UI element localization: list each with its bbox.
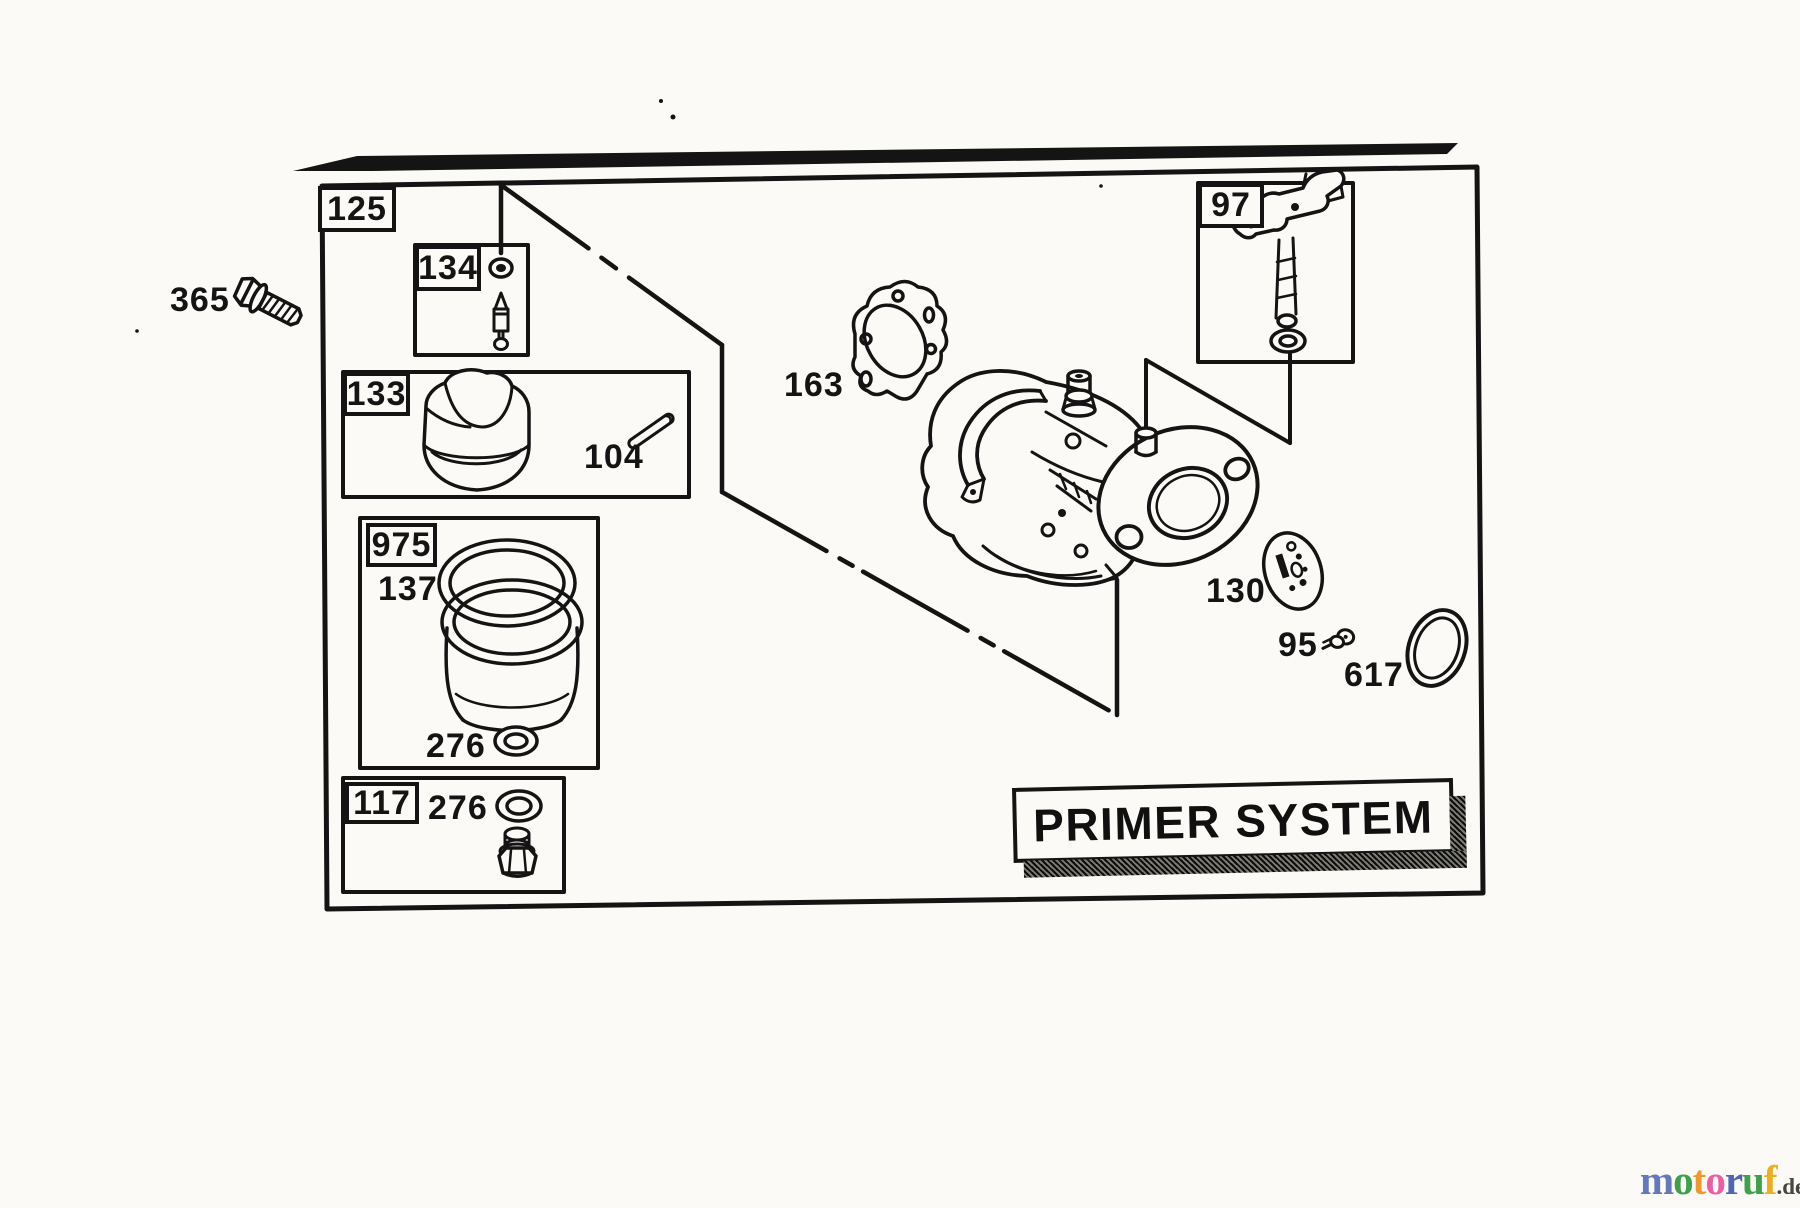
callout-label: 117 xyxy=(353,783,411,822)
logo-letter: u xyxy=(1742,1157,1765,1203)
logo-letter: t xyxy=(1692,1157,1707,1203)
o-ring-617 xyxy=(1405,608,1469,688)
callout-label: 975 xyxy=(371,525,432,564)
callout-box-97: 97 xyxy=(1198,183,1264,228)
flange-bolt-365 xyxy=(232,276,303,327)
logo-letter: o xyxy=(1673,1157,1693,1203)
throttle-slide-133 xyxy=(422,368,531,492)
callout-label: 97 xyxy=(1211,186,1251,224)
callout-label: 125 xyxy=(327,189,387,228)
callout-276-plug: 276 xyxy=(428,789,488,827)
box-975 xyxy=(358,516,600,770)
diagram-title: PRIMER SYSTEM xyxy=(1032,789,1434,852)
box-97 xyxy=(1196,181,1355,364)
bowl-gasket-137 xyxy=(437,538,577,628)
fuel-inlet-fitting xyxy=(1134,426,1158,458)
plug-washer-276 xyxy=(495,789,543,823)
top-rule-bar xyxy=(293,143,1458,171)
needle-seat-134 xyxy=(488,257,514,279)
box-133 xyxy=(341,370,691,499)
callout-label: 134 xyxy=(418,248,478,287)
callout-617: 617 xyxy=(1344,656,1404,694)
callout-104: 104 xyxy=(584,438,644,476)
logo-tld: .de xyxy=(1776,1174,1800,1199)
callout-95: 95 xyxy=(1278,626,1318,664)
logo-letter: f xyxy=(1763,1157,1778,1203)
leader-lines xyxy=(498,182,1120,718)
callout-130: 130 xyxy=(1206,572,1266,610)
float-needle-134 xyxy=(492,291,510,351)
logo-letter: o xyxy=(1705,1157,1725,1203)
callout-box-133: 133 xyxy=(343,372,410,416)
callout-box-117: 117 xyxy=(345,782,419,824)
callout-163: 163 xyxy=(784,366,844,404)
carb-top-posts xyxy=(1061,369,1097,418)
drain-plug-117 xyxy=(497,826,538,878)
callout-365: 365 xyxy=(170,281,230,319)
float-hinge-pin-104 xyxy=(627,412,675,450)
mount-gasket-163 xyxy=(851,279,949,401)
scan-specks xyxy=(135,99,1103,333)
diagram-title-box: PRIMER SYSTEM xyxy=(1012,777,1455,863)
box-117 xyxy=(341,776,566,894)
main-box xyxy=(319,164,1486,912)
bowl-washer-276 xyxy=(493,725,539,757)
callout-label: 133 xyxy=(346,374,407,413)
watermark-logo: motoruf.de xyxy=(1640,1156,1800,1204)
primer-plate-130 xyxy=(1262,531,1324,611)
leader-lines-97 xyxy=(1144,348,1292,445)
primer-arm xyxy=(958,388,1042,487)
carburetor-body xyxy=(920,369,1260,587)
logo-letter: m xyxy=(1640,1157,1674,1203)
callout-box-975: 975 xyxy=(366,523,437,567)
callout-box-134: 134 xyxy=(415,245,481,291)
screw-95 xyxy=(1321,628,1356,650)
callout-276-bowl: 276 xyxy=(426,727,486,765)
float-bowl-975 xyxy=(440,578,584,733)
logo-letter: r xyxy=(1724,1157,1743,1203)
callout-137: 137 xyxy=(378,570,438,608)
carb-internal-detail xyxy=(981,410,1119,583)
callout-box-125: 125 xyxy=(318,186,396,232)
